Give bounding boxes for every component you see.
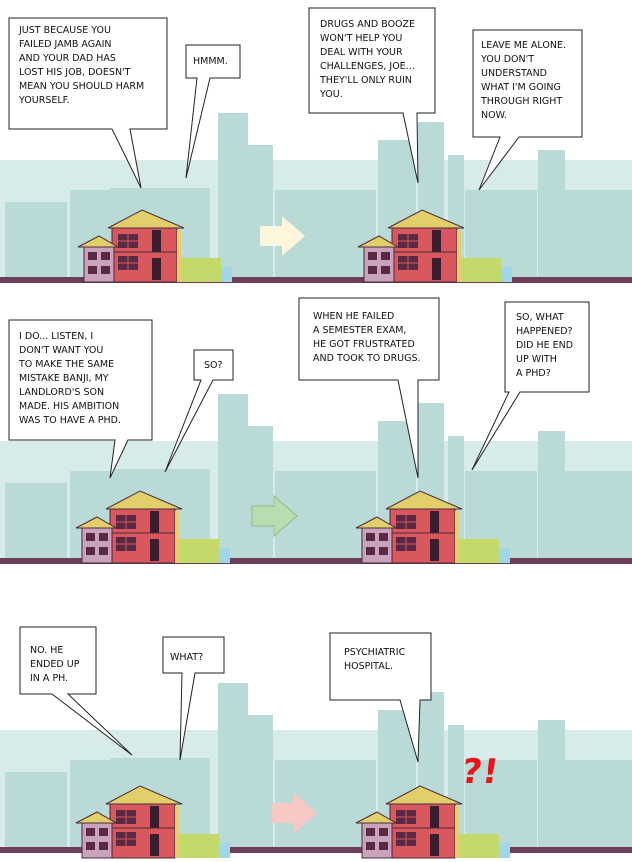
panel-2 (0, 297, 632, 564)
panel-3-bubble-1 (19, 626, 133, 756)
panel-1 (0, 7, 632, 283)
panel-1-bubble-1 (8, 17, 168, 189)
panel-3-arrow (272, 793, 317, 833)
panel-3-bubble-2 (162, 636, 225, 761)
panel-1-arrow (260, 216, 305, 256)
panel-1-bubble-3 (308, 7, 436, 184)
panel-2-bubble-4 (471, 301, 590, 471)
panel-2-bubble-1 (8, 319, 153, 479)
panel-3 (0, 626, 632, 859)
panel-2-bubble-2 (164, 349, 234, 473)
panel-2-bubble-3 (298, 297, 440, 479)
panel-1-bubble-2 (185, 44, 241, 179)
panel-2-arrow (251, 494, 298, 538)
panel-3-bubble-3 (329, 632, 432, 763)
exclamation-mark: ?! (459, 752, 503, 792)
panel-1-bubble-4 (472, 29, 583, 191)
